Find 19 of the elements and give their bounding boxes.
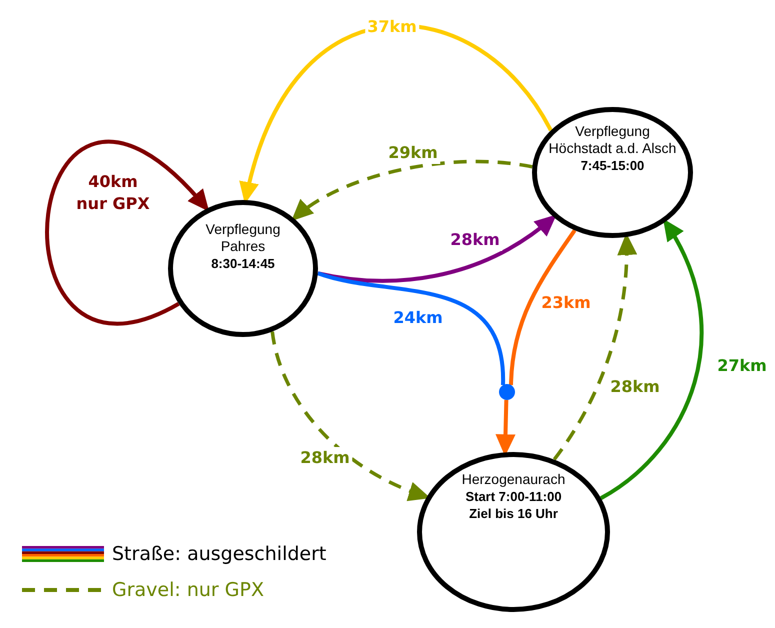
stop-ellipse xyxy=(417,452,610,612)
stop-schedule: 8:30-14:45 xyxy=(211,255,275,272)
stop-title: Verpflegung Pahres xyxy=(204,221,282,255)
stop-schedule: Start 7:00-11:00 xyxy=(465,488,562,505)
stop-schedule: 7:45-15:00 xyxy=(580,157,644,174)
stop-title: Verpflegung Höchstadt a.d. Alsch xyxy=(548,123,678,157)
junction-dot xyxy=(499,384,515,400)
route-line xyxy=(317,271,505,386)
stop-ellipse xyxy=(532,107,693,238)
route-line xyxy=(509,229,576,386)
stop-ellipse xyxy=(168,200,318,337)
route-arrow xyxy=(291,160,533,221)
route-arrow xyxy=(46,141,210,324)
route-arrow xyxy=(600,218,704,500)
legend-label: Gravel: nur GPX xyxy=(112,578,264,602)
legend-label: Straße: ausgeschildert xyxy=(112,542,326,566)
route-arrow xyxy=(317,214,557,283)
stop-title: Herzogenaurach xyxy=(462,471,566,488)
stop-schedule: Ziel bis 16 Uhr xyxy=(469,505,558,522)
